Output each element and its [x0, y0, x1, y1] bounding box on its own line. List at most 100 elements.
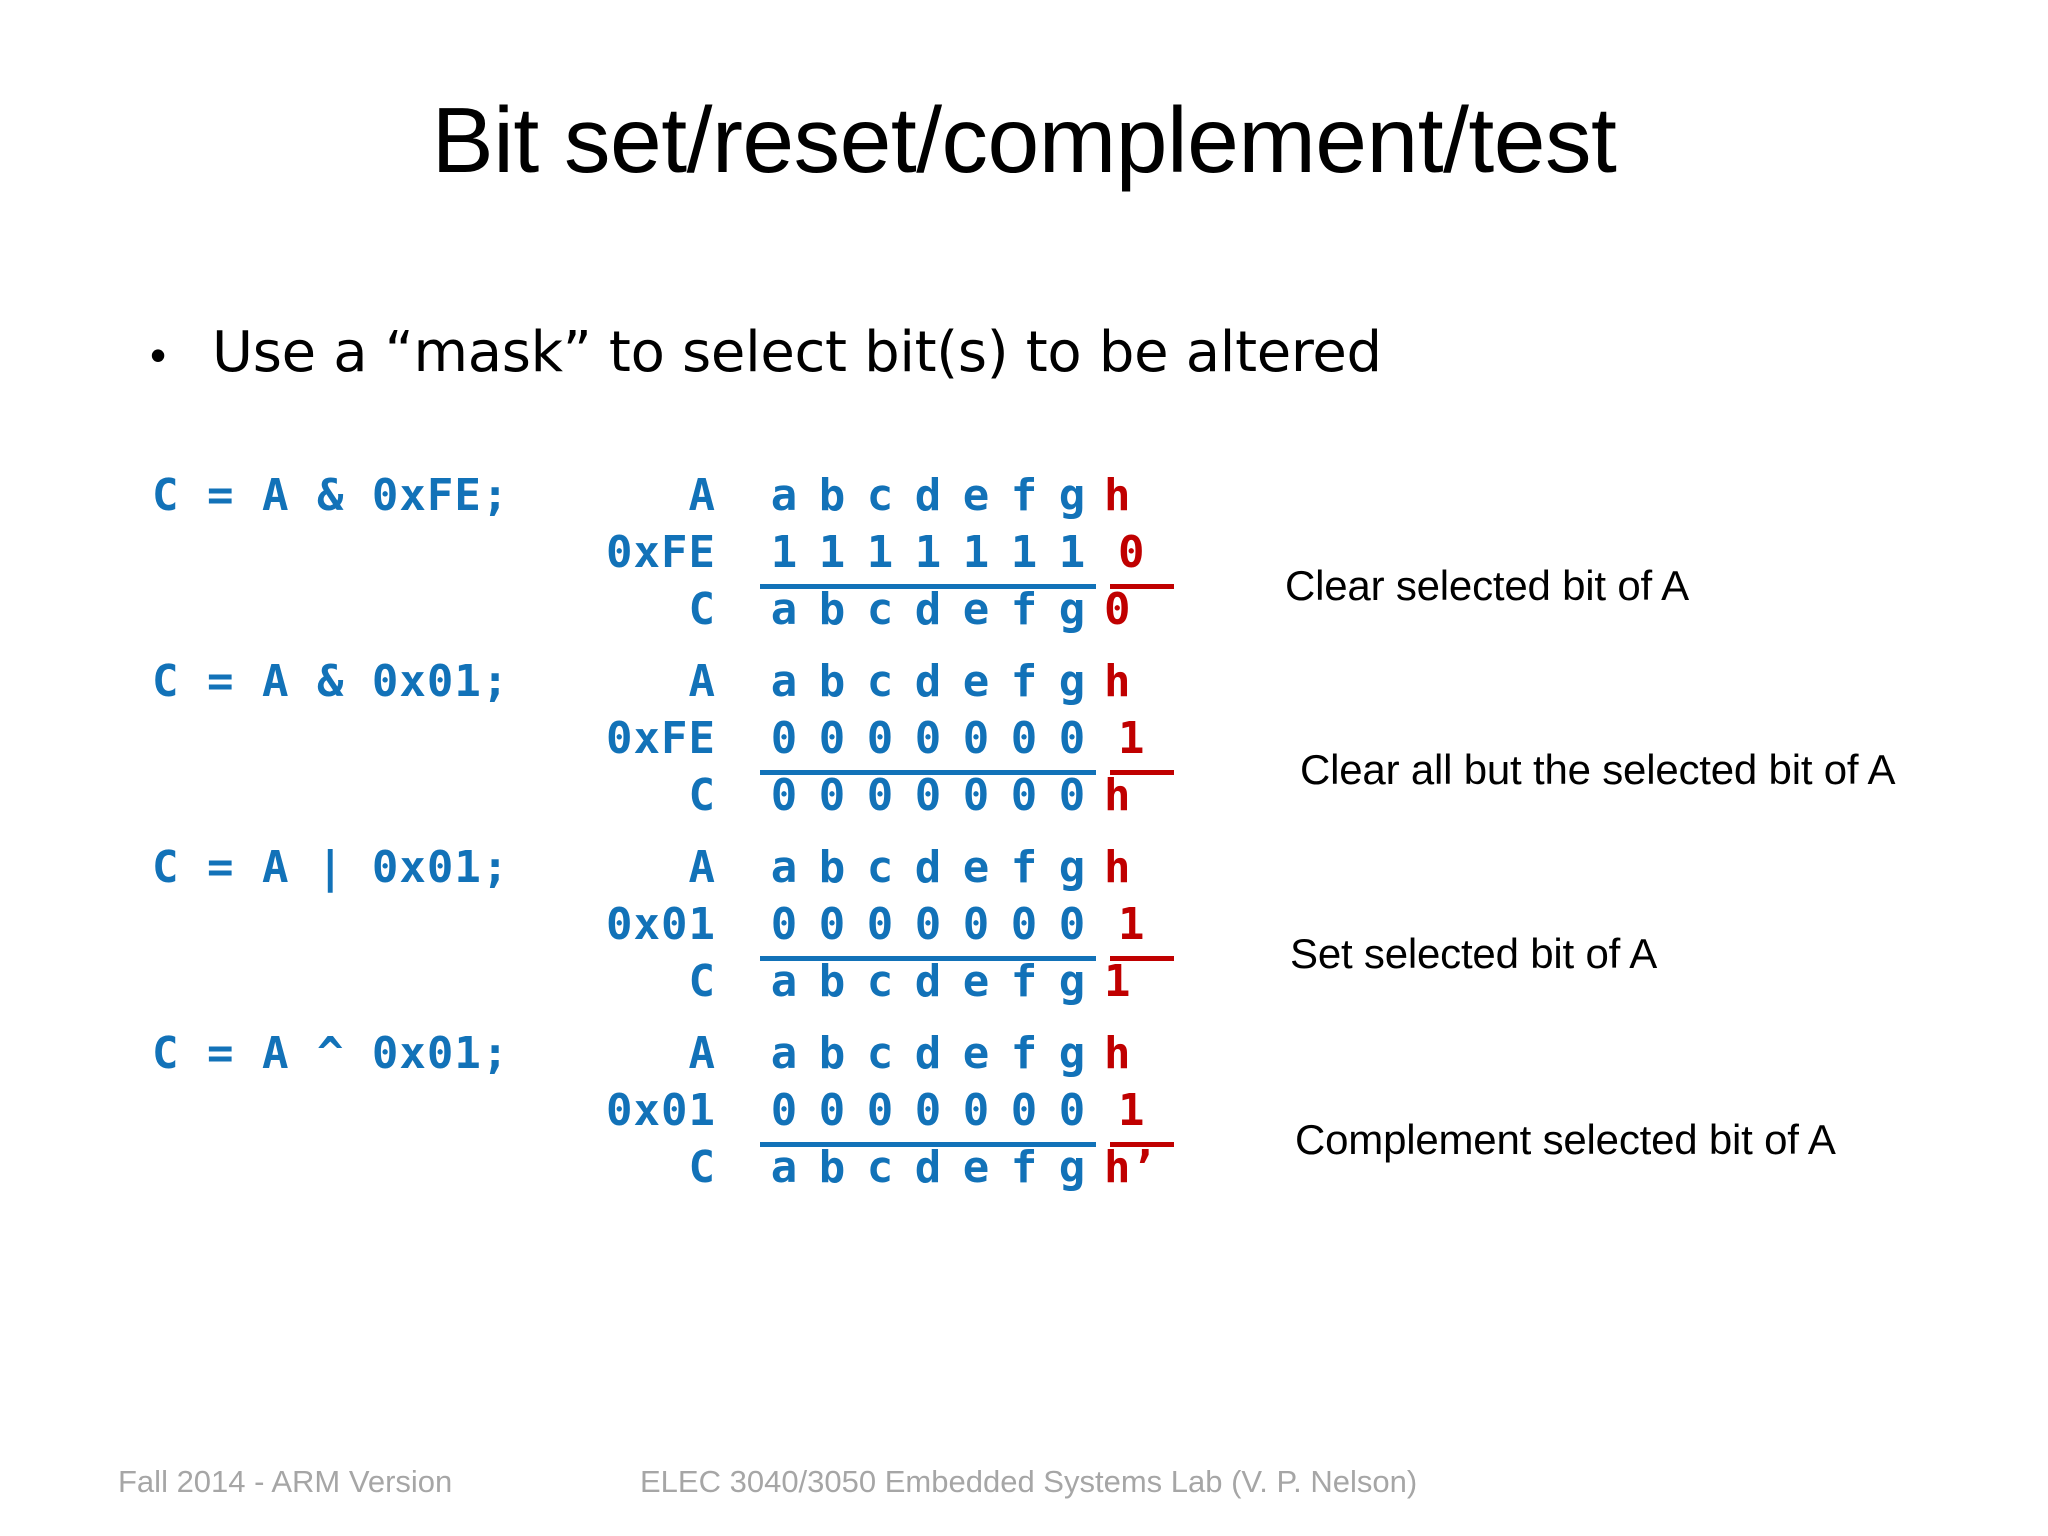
- bit-cell: 0: [952, 1085, 1000, 1147]
- bit-cell: c: [866, 584, 894, 635]
- bit-cell: 0: [914, 770, 942, 821]
- bit-cell: f: [1010, 584, 1038, 635]
- bit-cell: a: [770, 1142, 798, 1193]
- block-annotation: Clear all but the selected bit of A: [1300, 746, 1896, 793]
- bit-cell: g: [1058, 584, 1086, 635]
- block-annotation: Set selected bit of A: [1290, 930, 1658, 977]
- selected-bit-cell: 1: [1110, 713, 1174, 775]
- selected-bit-cell: 1: [1104, 956, 1131, 1007]
- bit-cell: g: [1058, 956, 1086, 1007]
- bit-cell: c: [866, 842, 894, 893]
- bit-row-label: 0x01: [606, 899, 716, 950]
- bit-cell: 1: [808, 527, 856, 589]
- bit-cell: 0: [856, 1085, 904, 1147]
- bit-cell: 1: [952, 527, 1000, 589]
- bit-cell: d: [914, 842, 942, 893]
- bit-cell: a: [770, 584, 798, 635]
- code-statement: C = A | 0x01;: [152, 842, 510, 893]
- bit-cell: c: [866, 1142, 894, 1193]
- bit-cell: b: [818, 656, 846, 707]
- bit-cell: 0: [808, 899, 856, 961]
- bit-cell: e: [962, 842, 990, 893]
- bit-cell: b: [818, 584, 846, 635]
- bit-cell: 0: [904, 713, 952, 775]
- selected-bit-cell: 0: [1110, 527, 1174, 589]
- bit-cell: a: [770, 470, 798, 521]
- bit-row-label: A: [688, 656, 716, 707]
- bit-cell: c: [866, 956, 894, 1007]
- bullet-item-label: Use a “mask” to select bit(s) to be alte…: [212, 320, 1382, 385]
- bit-cell: f: [1010, 470, 1038, 521]
- bit-cell: 0: [808, 1085, 856, 1147]
- bit-cell: d: [914, 956, 942, 1007]
- bit-cell: 0: [1000, 899, 1048, 961]
- code-statement: C = A & 0xFE;: [152, 470, 510, 521]
- bit-cell: d: [914, 584, 942, 635]
- bit-row-label: 0x01: [606, 1085, 716, 1136]
- selected-bit-cell: h: [1104, 470, 1131, 521]
- bullet-point-icon: •: [150, 329, 167, 381]
- footer-left-text: Fall 2014 - ARM Version: [118, 1464, 453, 1499]
- block-annotation: Clear selected bit of A: [1285, 562, 1689, 609]
- bit-cell: 0: [856, 713, 904, 775]
- bit-cell: f: [1010, 1028, 1038, 1079]
- bit-cell: d: [914, 470, 942, 521]
- bit-cell: 1: [1048, 527, 1096, 589]
- bit-row-label: C: [688, 770, 716, 821]
- bit-cell: b: [818, 1142, 846, 1193]
- selected-bit-cell: 1: [1110, 1085, 1174, 1147]
- bit-cell: 1: [760, 527, 808, 589]
- bit-cell: 0: [1000, 713, 1048, 775]
- bit-cell: 0: [1048, 1085, 1096, 1147]
- bit-cell: a: [770, 956, 798, 1007]
- bullet-item: • Use a “mask” to select bit(s) to be al…: [150, 320, 1382, 385]
- selected-bit-cell: h: [1104, 1028, 1131, 1079]
- bit-cell: 0: [856, 899, 904, 961]
- bit-cell: e: [962, 1028, 990, 1079]
- bit-cell: 0: [1000, 1085, 1048, 1147]
- bit-cell: e: [962, 470, 990, 521]
- bit-row-label: C: [688, 584, 716, 635]
- bit-cell: b: [818, 1028, 846, 1079]
- bit-cell: e: [962, 1142, 990, 1193]
- bit-row-label: A: [688, 842, 716, 893]
- bit-cell: 0: [952, 713, 1000, 775]
- bit-cell: g: [1058, 842, 1086, 893]
- bit-cell: 0: [952, 899, 1000, 961]
- bit-row-label: A: [688, 470, 716, 521]
- bit-cell: b: [818, 842, 846, 893]
- bit-cell: c: [866, 1028, 894, 1079]
- bit-cell: 0: [1048, 899, 1096, 961]
- selected-bit-cell: 0: [1104, 584, 1131, 635]
- bit-cell: 0: [760, 899, 808, 961]
- bit-cell: 1: [1000, 527, 1048, 589]
- bit-cell: e: [962, 656, 990, 707]
- bit-cell: 0: [808, 713, 856, 775]
- code-statement: C = A & 0x01;: [152, 656, 510, 707]
- bit-cell: 0: [818, 770, 846, 821]
- bit-cell: f: [1010, 1142, 1038, 1193]
- code-statement: C = A ^ 0x01;: [152, 1028, 510, 1079]
- bit-cell: d: [914, 1142, 942, 1193]
- bit-row-label: 0xFE: [606, 527, 716, 578]
